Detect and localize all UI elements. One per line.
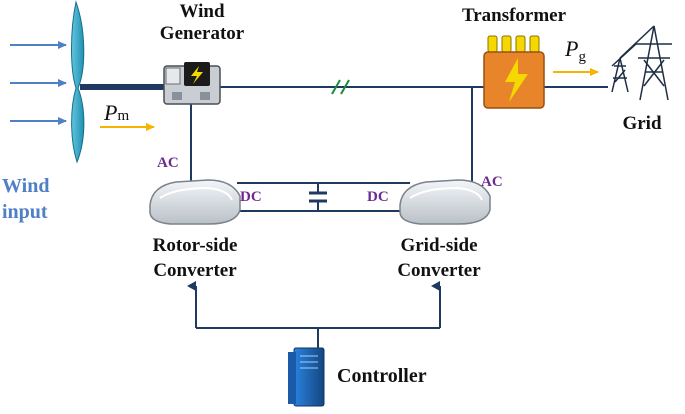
dc-rotor-label: DC <box>240 189 262 205</box>
generator-icon <box>163 62 221 105</box>
grid-side-converter-icon <box>399 179 491 225</box>
transformer-icon <box>483 35 545 109</box>
rotor-side-converter-icon <box>149 179 241 225</box>
turbine-shaft <box>80 84 164 90</box>
capacitor-icon <box>309 191 327 203</box>
grid-label: Grid <box>622 113 662 134</box>
wind-input-label: Wind input <box>2 175 50 223</box>
turbine-blade-icon <box>71 0 85 164</box>
line-break-mark <box>331 79 350 95</box>
controller-label: Controller <box>337 365 427 387</box>
transmission-tower-icon <box>611 25 672 101</box>
wind-generator-label: Wind Generator <box>159 1 245 44</box>
dc-grid-label: DC <box>367 189 389 205</box>
ac-rotor-label: AC <box>157 155 179 171</box>
rotor-side-converter-label: Rotor-side Converter <box>152 235 238 281</box>
ac-grid-label: AC <box>481 174 503 190</box>
server-cabinet-icon <box>288 347 325 407</box>
pg-symbol: Pg <box>565 36 586 65</box>
transformer-label: Transformer <box>461 5 567 26</box>
controller-links <box>187 281 441 348</box>
pm-symbol: Pm <box>104 100 130 125</box>
grid-side-converter-label: Grid-side Converter <box>397 235 481 281</box>
wind-arrows <box>10 41 67 125</box>
